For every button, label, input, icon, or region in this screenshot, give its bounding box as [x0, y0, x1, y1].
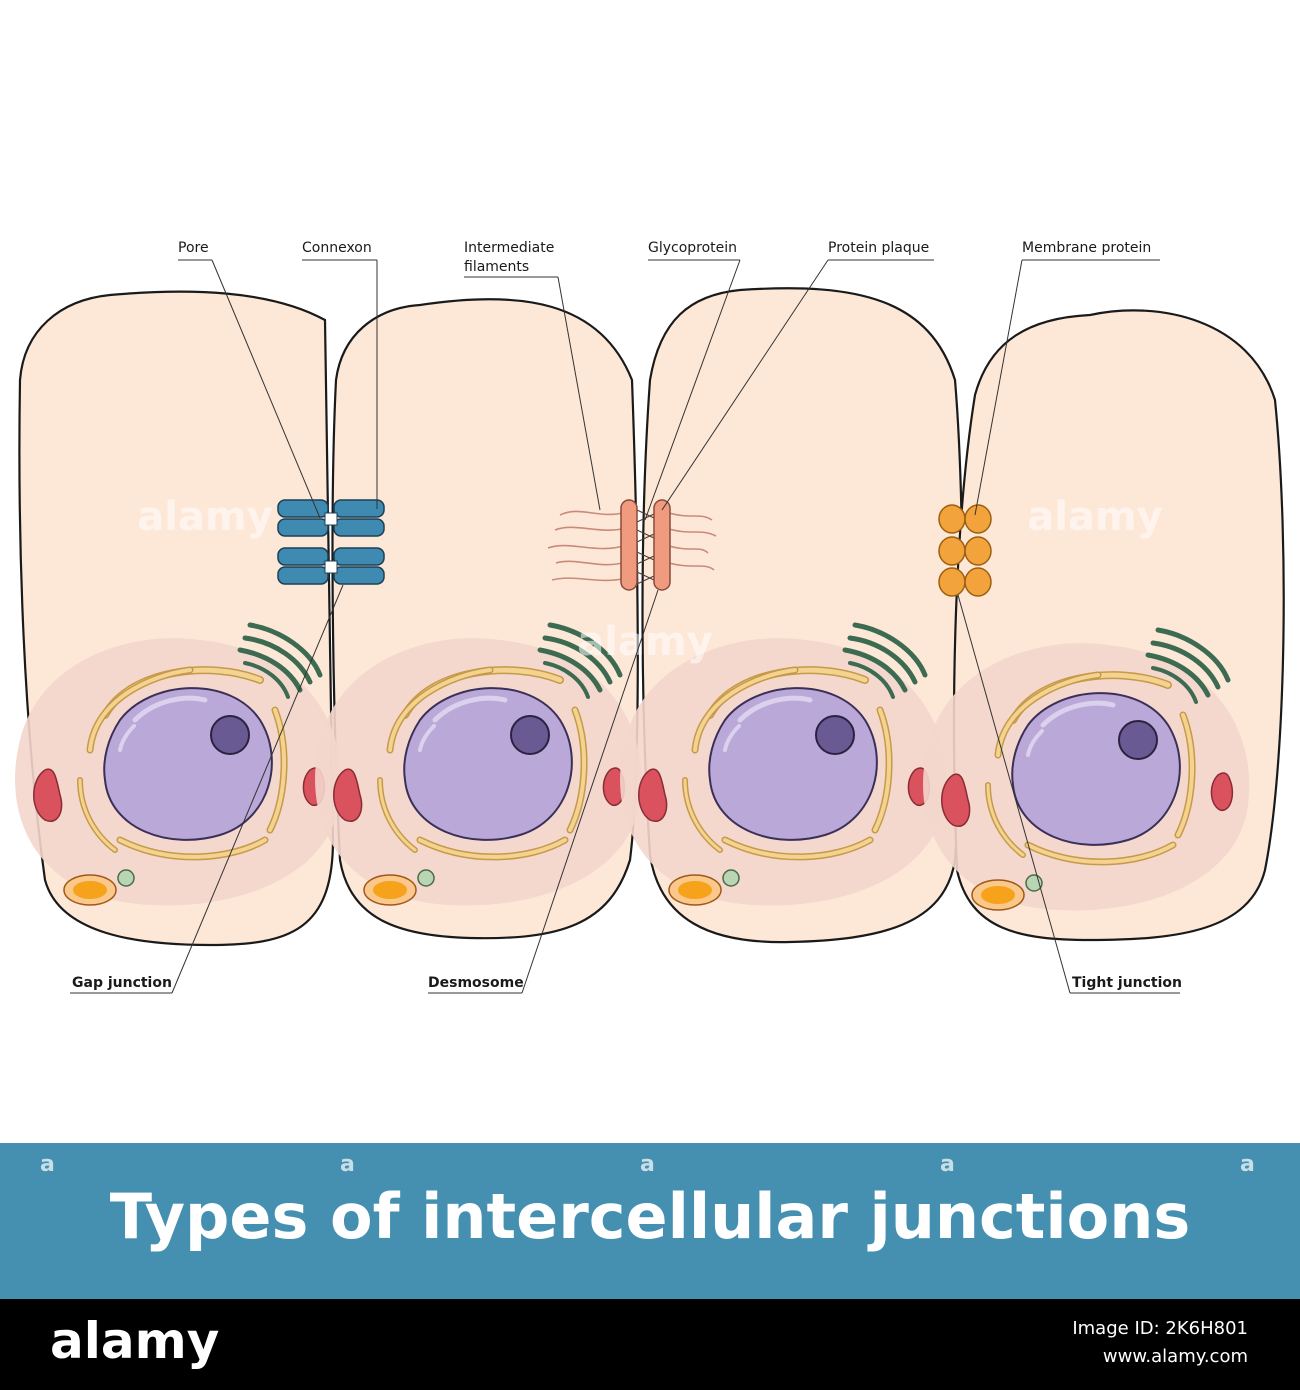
image-id: Image ID: 2K6H801 — [1072, 1318, 1248, 1339]
tight-junction-proteins — [938, 504, 992, 597]
label-pore: Pore — [178, 240, 209, 256]
label-glycoprotein: Glycoprotein — [648, 240, 737, 256]
desmosome-filaments — [547, 510, 717, 582]
pore-channels — [324, 512, 338, 574]
watermark: alamy — [577, 619, 712, 665]
footer-bar — [0, 1299, 1300, 1390]
label-desmosome: Desmosome — [428, 975, 524, 991]
label-intermediate-filaments-1: Intermediate — [464, 240, 554, 256]
protein-plaque-left — [620, 499, 638, 591]
banner-watermark: a — [940, 1152, 955, 1177]
page-title: Types of intercellular junctions — [109, 1180, 1191, 1253]
banner-watermark: a — [640, 1152, 655, 1177]
label-tight-junction: Tight junction — [1072, 975, 1182, 991]
alamy-logo: alamy — [50, 1312, 220, 1370]
leader-lines — [70, 259, 1180, 994]
junction-diagram: alamy alamy alamy — [0, 240, 1285, 994]
title-banner — [0, 1143, 1300, 1299]
label-protein-plaque: Protein plaque — [828, 240, 929, 256]
site-url: www.alamy.com — [1102, 1346, 1248, 1367]
label-gap-junction: Gap junction — [72, 975, 172, 991]
watermark: alamy — [1027, 494, 1162, 540]
label-connexon: Connexon — [302, 240, 372, 256]
gap-junction-connexons — [277, 499, 385, 585]
protein-plaque-right — [653, 499, 671, 591]
watermark: alamy — [137, 494, 272, 540]
label-membrane-protein: Membrane protein — [1022, 240, 1151, 256]
banner-watermark: a — [1240, 1152, 1255, 1177]
banner-watermark: a — [40, 1152, 55, 1177]
banner-watermark: a — [340, 1152, 355, 1177]
label-intermediate-filaments-2: filaments — [464, 259, 529, 275]
